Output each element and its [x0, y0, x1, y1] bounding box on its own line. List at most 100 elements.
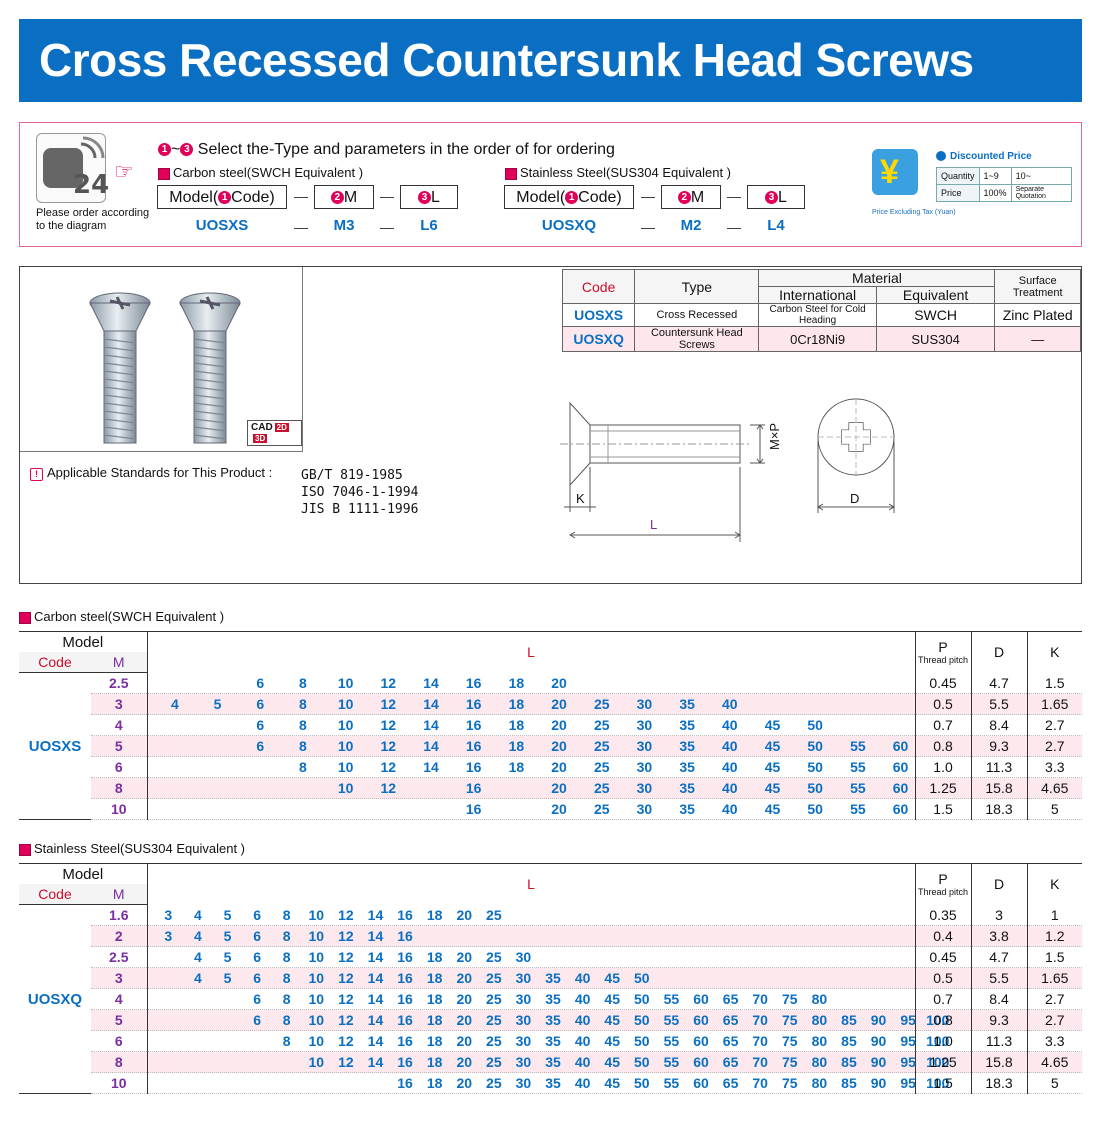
dash: —: [380, 219, 394, 235]
l-value: 5: [223, 949, 232, 965]
standards-list: GB/T 819-1985 ISO 7046-1-1994 JIS B 1111…: [301, 467, 418, 518]
p-cell: 0.8: [914, 1009, 972, 1031]
l-value: 25: [486, 1054, 502, 1070]
l-value: 55: [663, 1054, 680, 1070]
l-value: 75: [781, 1012, 798, 1028]
l-value: 20: [456, 1075, 473, 1091]
dash: —: [294, 188, 308, 204]
l-value: 40: [574, 970, 591, 986]
l-value: 85: [841, 1012, 857, 1028]
l-value: 50: [807, 780, 823, 796]
model-code-cell: UOSXQ: [19, 904, 91, 1094]
l-value: 8: [282, 949, 291, 965]
l-value: 40: [574, 1075, 591, 1091]
l-value: 16: [465, 717, 482, 733]
l-value: 50: [634, 1033, 650, 1049]
l-value: 45: [604, 1054, 620, 1070]
l-value: 55: [663, 1012, 680, 1028]
standard-item: GB/T 819-1985: [301, 468, 403, 483]
l-value: 75: [781, 1075, 798, 1091]
m-cell: 2.5: [91, 946, 148, 968]
l-value: 12: [338, 970, 354, 986]
dash: —: [727, 219, 741, 235]
l-value: 16: [397, 1054, 413, 1070]
l-value: 6: [253, 949, 261, 965]
l-value: 10: [308, 949, 325, 965]
l-value: 14: [367, 991, 384, 1007]
l-value: 16: [397, 928, 413, 944]
l-value: 35: [545, 970, 561, 986]
l-value: 65: [722, 1033, 739, 1049]
l-value: 16: [465, 674, 482, 691]
l-value: 8: [282, 1012, 291, 1028]
l-value: 25: [593, 738, 610, 754]
l-value: 10: [337, 738, 354, 754]
l-value: 10: [337, 759, 354, 775]
l-value: 30: [515, 991, 532, 1007]
stainless-example-m: M2: [680, 217, 702, 234]
l-value: 80: [811, 1033, 828, 1049]
l-value: 10: [337, 674, 354, 691]
l-value: 4: [194, 906, 202, 923]
l-value: 14: [367, 949, 384, 965]
l-value: 35: [545, 991, 561, 1007]
l-label: L: [650, 517, 657, 532]
l-value: 95: [900, 1033, 916, 1049]
p-cell: 1.5: [914, 1072, 972, 1094]
l-value: 8: [299, 696, 307, 712]
k-cell: 1.2: [1026, 925, 1083, 947]
l-value: 14: [423, 674, 439, 691]
l-value: 6: [253, 991, 261, 1007]
m-cell: 10: [91, 798, 148, 820]
k-cell: 5: [1026, 798, 1083, 820]
l-value: 18: [426, 1054, 443, 1070]
l-value: 12: [380, 696, 397, 712]
l-value: 40: [722, 759, 738, 775]
l-value: 14: [423, 759, 439, 775]
l-value: 20: [456, 1033, 473, 1049]
p-cell: 0.45: [914, 672, 972, 694]
l-value: 45: [604, 970, 620, 986]
l-value: 14: [423, 738, 439, 754]
l-value: 35: [679, 780, 695, 796]
l-value: 35: [679, 717, 695, 733]
dash: —: [641, 219, 655, 235]
l-value: 90: [870, 1075, 887, 1091]
l-value: 40: [722, 738, 738, 754]
l-value: 8: [282, 970, 291, 986]
page-title: Cross Recessed Countersunk Head Screws: [19, 19, 1082, 102]
l-value: 5: [223, 970, 232, 986]
l-value: 16: [465, 780, 482, 796]
l-value: 30: [636, 759, 653, 775]
l-value: 10: [308, 1033, 325, 1049]
m-cell: 2.5: [91, 672, 148, 694]
model-header: Model: [19, 863, 148, 884]
l-value: 8: [299, 738, 307, 754]
l-value: 35: [679, 696, 695, 712]
l-value: 14: [423, 696, 439, 712]
l-value: 30: [636, 738, 653, 754]
l-value: 16: [397, 1075, 413, 1091]
l-value: 20: [456, 906, 473, 923]
m-cell: 8: [91, 777, 148, 799]
l-value: 8: [282, 928, 291, 944]
l-value: 16: [465, 696, 482, 712]
d-cell: 9.3: [970, 735, 1028, 757]
l-value: 50: [634, 970, 650, 986]
l-value: 16: [397, 949, 413, 965]
d-cell: 15.8: [970, 777, 1028, 799]
l-value: 30: [636, 801, 653, 817]
